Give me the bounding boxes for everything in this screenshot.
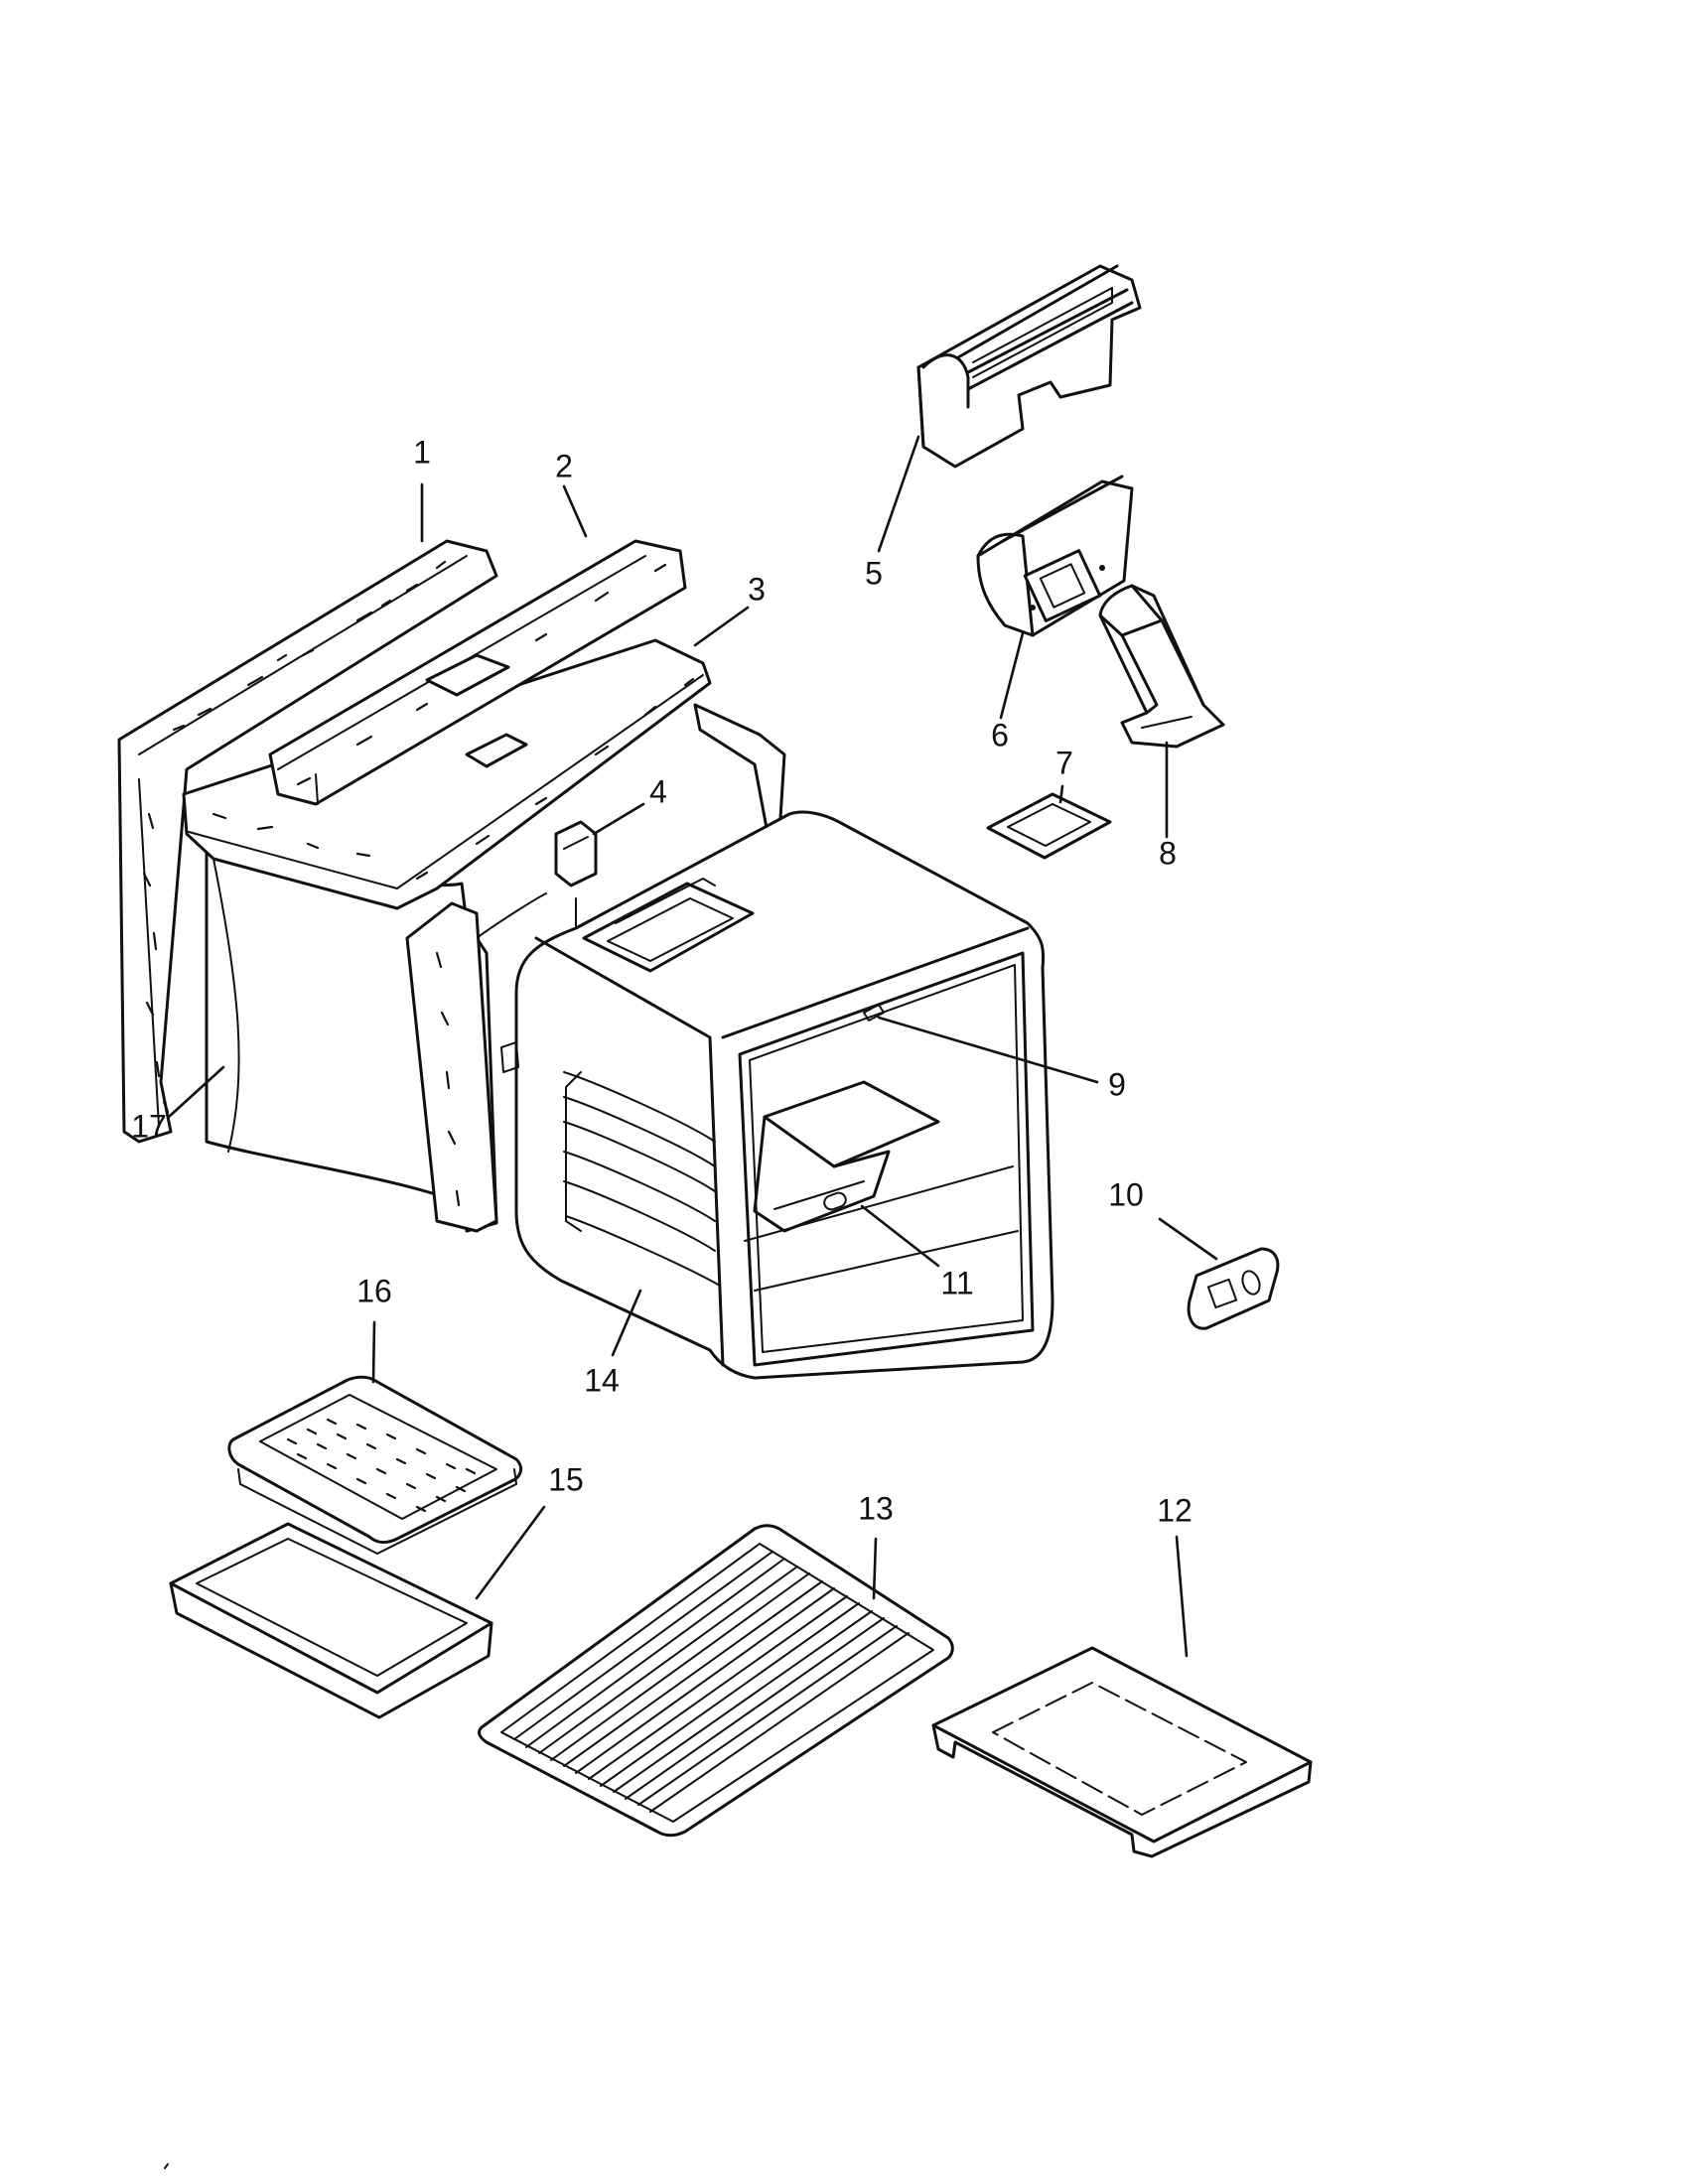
leader-14 bbox=[611, 1289, 642, 1357]
callout-13: 13 bbox=[858, 1490, 894, 1526]
part-3-side-insulation bbox=[405, 703, 786, 1233]
part-4-bracket bbox=[554, 820, 598, 929]
part-12-rack-frame bbox=[931, 1646, 1313, 1858]
callout-15: 15 bbox=[548, 1461, 584, 1497]
callout-6: 6 bbox=[991, 717, 1009, 752]
leader-10 bbox=[1158, 1217, 1218, 1261]
leader-lines bbox=[167, 435, 1218, 1658]
leader-17 bbox=[167, 1065, 225, 1119]
leader-5 bbox=[877, 435, 920, 553]
leader-2 bbox=[562, 484, 588, 538]
leader-11 bbox=[860, 1204, 940, 1268]
callout-14: 14 bbox=[584, 1362, 620, 1398]
part-5-vent-duct bbox=[916, 264, 1142, 469]
part-3-top-insulation bbox=[182, 638, 712, 910]
leader-3 bbox=[693, 606, 750, 647]
part-13-oven-rack bbox=[478, 1524, 954, 1838]
part-7-gasket bbox=[986, 792, 1112, 860]
callout-16: 16 bbox=[356, 1273, 392, 1308]
callout-2: 2 bbox=[555, 448, 573, 483]
callout-1: 1 bbox=[413, 434, 431, 470]
part-15-broil-pan bbox=[169, 1522, 493, 1719]
leader-15 bbox=[475, 1505, 546, 1600]
leader-9 bbox=[877, 1016, 1099, 1084]
scan-mark bbox=[164, 2163, 169, 2169]
part-16-broil-grid bbox=[227, 1375, 523, 1555]
part-1-insulation-strip bbox=[117, 539, 498, 1144]
part-8-vent-chute bbox=[1098, 584, 1225, 749]
leader-6 bbox=[999, 631, 1025, 720]
callout-17: 17 bbox=[131, 1108, 167, 1144]
callout-7: 7 bbox=[1055, 745, 1073, 780]
leader-16 bbox=[371, 1320, 376, 1384]
leader-7 bbox=[1058, 784, 1064, 804]
callout-8: 8 bbox=[1159, 835, 1177, 871]
part-10-switch-plate bbox=[1187, 1247, 1280, 1330]
part-6-vent-bracket bbox=[976, 475, 1134, 637]
callout-5: 5 bbox=[865, 555, 883, 591]
part-2-top-insulation-strip bbox=[268, 539, 687, 806]
callout-3: 3 bbox=[748, 571, 766, 607]
callout-9: 9 bbox=[1108, 1066, 1126, 1102]
callout-labels: 1 2 3 4 5 6 7 8 9 10 11 12 13 14 15 16 1… bbox=[131, 434, 1193, 1528]
part-14-oven-cavity bbox=[500, 810, 1054, 1380]
callout-10: 10 bbox=[1108, 1176, 1144, 1212]
leader-4 bbox=[592, 802, 645, 836]
part-17-insulation-wrap bbox=[205, 847, 547, 1233]
leader-13 bbox=[872, 1537, 878, 1600]
leader-12 bbox=[1175, 1535, 1189, 1658]
callout-11: 11 bbox=[940, 1265, 973, 1300]
callout-12: 12 bbox=[1157, 1492, 1193, 1528]
callout-4: 4 bbox=[649, 773, 667, 809]
